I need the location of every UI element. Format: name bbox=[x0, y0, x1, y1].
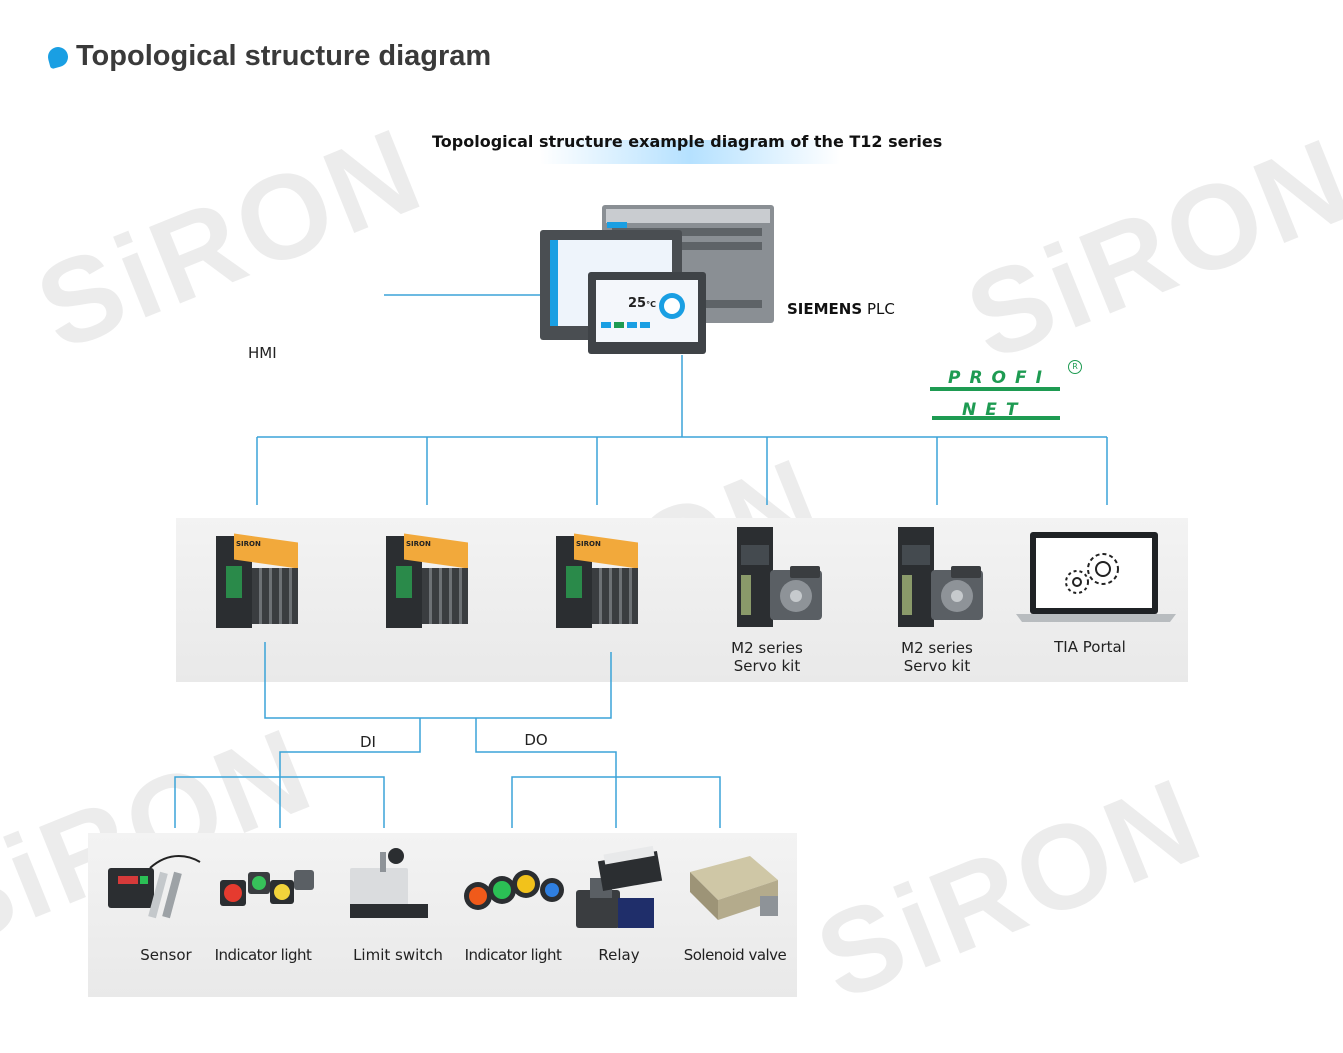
do-label: DO bbox=[524, 731, 548, 749]
indicator-light-icon bbox=[464, 870, 564, 910]
profinet-logo: PROFI NET R bbox=[930, 360, 1082, 424]
laptop-icon bbox=[1016, 532, 1176, 622]
profinet-top: PROFI bbox=[948, 368, 1051, 388]
device-label-solenoid-valve: Solenoid valve bbox=[683, 946, 787, 964]
sensor-icon bbox=[108, 855, 201, 919]
section-heading: Topological structure diagram bbox=[45, 40, 492, 73]
device-band bbox=[88, 833, 797, 997]
module-band bbox=[176, 518, 1188, 682]
profinet-bottom: NET bbox=[962, 400, 1027, 420]
servo-label: M2 series Servo kit bbox=[731, 639, 803, 675]
plc-label: SIEMENS PLC bbox=[787, 300, 895, 318]
device-label-limit-switch: Limit switch bbox=[353, 946, 443, 964]
device-label-indicator-light: Indicator light bbox=[464, 946, 562, 964]
hmi-label: HMI bbox=[248, 344, 277, 362]
io-module: SIRON bbox=[556, 533, 640, 628]
hmi-screen-front-icon bbox=[588, 272, 706, 354]
relay-icon bbox=[576, 845, 663, 928]
servo-kit-icon bbox=[737, 527, 822, 627]
gear-icon bbox=[1065, 553, 1119, 594]
di-label: DI bbox=[360, 733, 376, 751]
hmi-temperature: 25°C bbox=[628, 296, 656, 311]
indicator-light-icon bbox=[220, 870, 314, 906]
page-title: Topological structure diagram bbox=[76, 40, 492, 72]
limit-switch-icon bbox=[350, 848, 428, 918]
servo-label: M2 series Servo kit bbox=[901, 639, 973, 675]
solenoid-valve-icon bbox=[690, 856, 778, 920]
device-label-sensor: Sensor bbox=[140, 946, 192, 964]
io-module: SIRON bbox=[386, 533, 470, 628]
device-label-indicator-light: Indicator light bbox=[214, 946, 312, 964]
subtitle-highlight bbox=[540, 140, 840, 164]
device-label-relay: Relay bbox=[598, 946, 640, 964]
diagram-subtitle: Topological structure example diagram of… bbox=[432, 132, 943, 151]
registered-mark-icon: R bbox=[1068, 360, 1082, 374]
io-module: SIRON bbox=[216, 533, 300, 628]
tia-portal-label: TIA Portal bbox=[1054, 638, 1126, 656]
servo-kit-icon bbox=[898, 527, 983, 627]
